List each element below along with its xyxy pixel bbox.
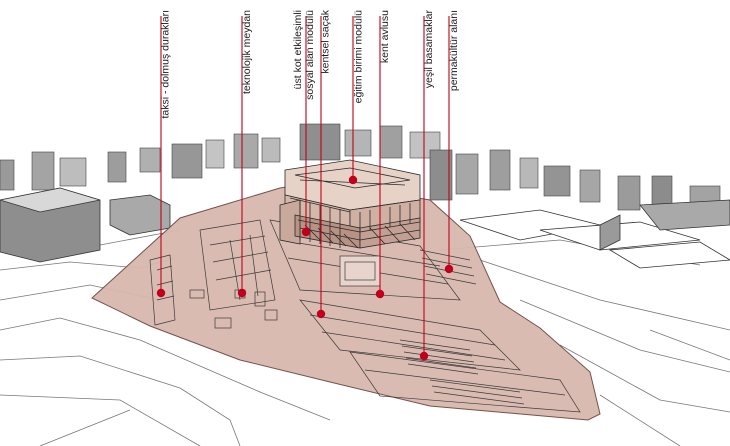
leader-lines [160, 16, 450, 356]
label-permakultur-alani: permakültür alanı [434, 10, 460, 122]
callout-text: taksi - dolmuş durakları [160, 10, 172, 119]
label-teknolojik-meydan: teknolojik meydan [227, 10, 253, 122]
dot-egitim-birimi-modulu [348, 175, 358, 185]
left-blocks [0, 187, 171, 263]
label-kentsel-sacak: kentsel saçak [306, 10, 332, 122]
dot-taksi-duraklari [156, 288, 166, 298]
dot-yesil-basamaklar [419, 351, 429, 361]
dot-kentsel-sacak [316, 309, 326, 319]
label-yesil-basamaklar: yeşil basamaklar [409, 10, 435, 122]
label-egitim-birimi-modulu: eğitim birimi modülü [338, 10, 364, 122]
site-structures [149, 219, 581, 413]
right-blocks [459, 199, 730, 269]
dot-kent-avlusu [375, 289, 385, 299]
callout-text: kentsel saçak [320, 10, 332, 74]
dot-teknolojik-meydan [237, 288, 247, 298]
dot-permakultur-alani [444, 264, 454, 274]
label-kent-avlusu: kent avlusu [365, 10, 391, 122]
callout-text: teknolojik meydan [241, 10, 253, 95]
label-sosyal-alan-modulu: üst kot etkileşimli sosyal alan modülü [278, 10, 316, 122]
central-building [279, 159, 421, 249]
callout-text: permakültür alanı [448, 10, 460, 92]
callout-dots [156, 175, 454, 361]
callout-text: eğitim birimi modülü [352, 10, 364, 104]
label-taksi-duraklari: taksi - dolmuş durakları [146, 10, 172, 122]
dot-sosyal-alan-modulu [301, 227, 311, 237]
callout-text: kent avlusu [379, 10, 391, 64]
